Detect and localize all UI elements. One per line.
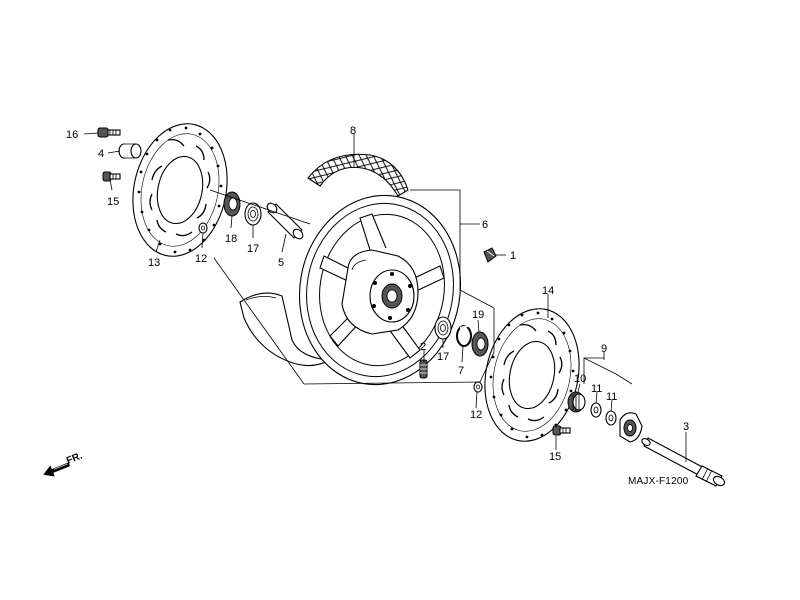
callout-16: 16 [66,129,78,141]
callout-12-left: 12 [195,253,207,265]
callout-3: 3 [683,421,689,433]
axle-3 [641,437,726,487]
callout-13: 13 [148,257,160,269]
gear-10 [567,391,586,413]
callout-11-b: 11 [606,391,617,403]
collar-4 [118,143,142,159]
gearbox-9 [619,412,643,443]
bolt-16 [97,127,121,138]
callout-15-right: 15 [549,451,561,463]
callout-8: 8 [350,125,356,137]
callout-18: 18 [225,233,237,245]
brake-disc-right [484,308,580,442]
valve-2 [419,359,428,379]
bolt-15-right [552,425,571,436]
nut-12-left [198,222,208,234]
brake-disc-left [132,123,228,257]
callout-1: 1 [510,250,516,262]
callout-10: 10 [574,373,586,385]
diagram-code: MAJX-F1200 [628,476,689,487]
callout-4: 4 [98,148,104,160]
spacer-5 [266,202,304,240]
front-direction-indicator: FR. [43,450,84,477]
callout-2: 2 [420,341,426,353]
washer-11b [605,410,617,426]
callout-12-right: 12 [470,409,482,421]
callout-7: 7 [458,365,464,377]
nut-12-right [473,381,483,393]
callout-19: 19 [472,309,484,321]
washer-11a [590,402,602,418]
tire-8 [239,153,409,367]
bolt-15-left [102,171,121,182]
bearing-17-right [434,316,452,340]
clip-7 [456,325,472,347]
callout-17-right: 17 [437,351,449,363]
leader-lines [83,132,687,462]
callout-17-left: 17 [247,243,259,255]
callout-14: 14 [542,285,554,297]
balance-weight-1 [483,247,497,263]
front-label: FR. [65,450,84,466]
callout-labels: 16 4 15 13 12 18 17 5 8 6 1 2 17 7 19 14… [66,125,689,463]
front-arrow-icon [43,462,71,477]
callout-5: 5 [278,257,284,269]
callout-6: 6 [482,219,488,231]
callout-9: 9 [601,343,607,355]
callout-11-a: 11 [591,383,602,395]
callout-15-left: 15 [107,196,119,208]
assembly-lines [209,189,633,385]
seal-19 [471,331,489,357]
